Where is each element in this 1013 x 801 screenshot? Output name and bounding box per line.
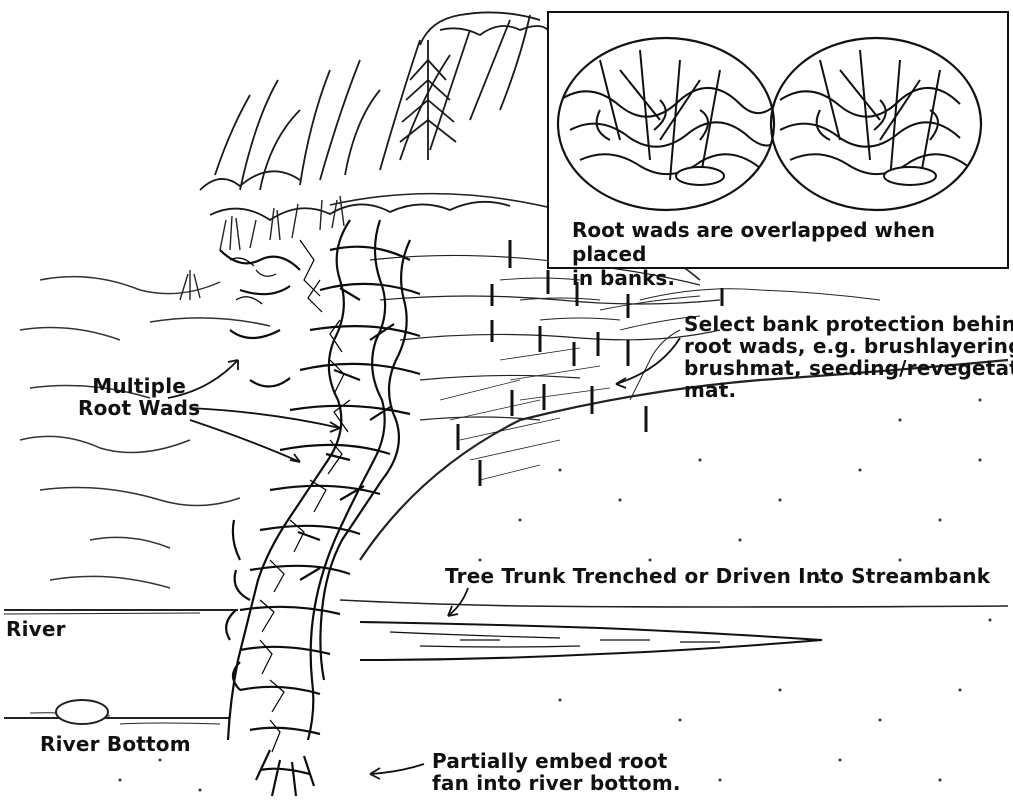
river-bottom-line [4,700,230,724]
embed-root-fan-label: Partially embed root fan into river bott… [432,750,681,794]
arrow-tree-trunk [448,588,468,616]
root-wads [220,220,420,796]
multiple-root-wads-line-2: Root Wads [78,397,200,419]
arrow-multiple-root-wads-2 [190,408,340,428]
water-ripples [20,277,270,588]
tree-trunk-label: Tree Trunk Trenched or Driven Into Strea… [445,565,990,587]
inset-caption-line-1: Root wads are overlapped when placed [572,218,1002,266]
multiple-root-wads-line-1: Multiple [78,375,200,397]
inset-caption: Root wads are overlapped when placed in … [572,218,1002,290]
inset-caption-line-2: in banks. [572,266,1002,290]
river-rock [56,700,108,724]
bank-protection-line-1: Select bank protection behind [684,313,1013,335]
root-wad-texture [230,240,350,752]
embed-root-fan-line-2: fan into river bottom. [432,772,681,794]
leader-arrows [168,338,680,779]
river-surface [4,600,1008,614]
bank-protection-line-3: brushmat, seeding/revegetatic [684,357,1013,379]
ground-speckle [119,399,992,792]
bank-protection-line-2: root wads, e.g. brushlayering, [684,335,1013,357]
river-label: River [6,618,66,640]
river-bottom-label: River Bottom [40,733,191,755]
multiple-root-wads-label: Multiple Root Wads [78,375,200,419]
upland-vegetation [200,12,548,220]
arrow-bank-protection [616,338,680,384]
embed-root-fan-line-1: Partially embed root [432,750,681,772]
grass-tufts [180,196,344,300]
bank-protection-label: Select bank protection behind root wads,… [684,313,1013,401]
bank-protection-line-4: mat. [684,379,1013,401]
arrow-multiple-root-wads-3 [190,420,300,462]
tree-trunk [360,622,822,660]
